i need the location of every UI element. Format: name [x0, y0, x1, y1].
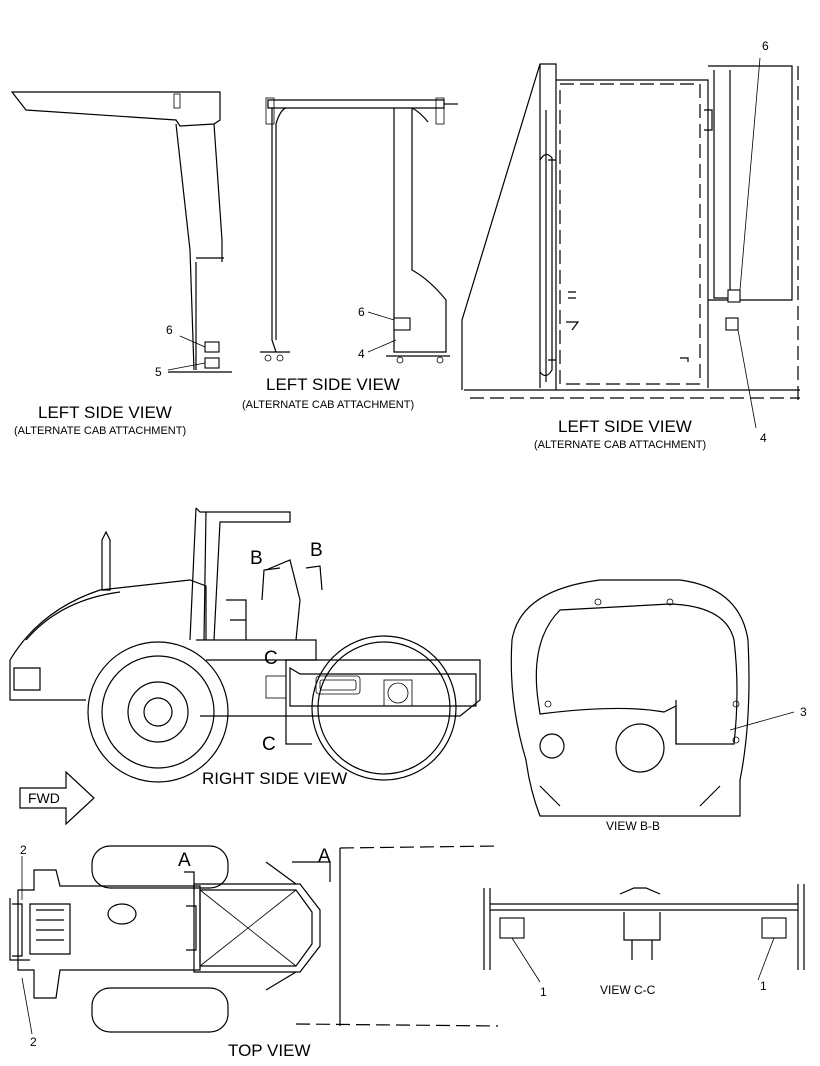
section-marker-a: A — [318, 846, 331, 867]
decal-1-box — [499, 917, 525, 939]
view-bb-title: VIEW B-B — [606, 819, 660, 833]
callout-2: 2 — [30, 1035, 37, 1049]
section-marker-c: C — [262, 734, 276, 755]
decal-5-box — [204, 357, 220, 369]
decal-4-box — [725, 317, 739, 331]
left-side-view-1-subtitle: (ALTERNATE CAB ATTACHMENT) — [14, 425, 186, 437]
decal-6-box — [393, 317, 411, 331]
view-cc-drawing — [483, 884, 805, 983]
top-view-drawing — [9, 845, 499, 1035]
decal-1-box — [761, 917, 787, 939]
callout-2: 2 — [20, 843, 27, 857]
callout-4: 4 — [358, 347, 365, 361]
section-marker-b: B — [310, 540, 323, 561]
callout-6: 6 — [166, 323, 173, 337]
left-side-view-2-title: LEFT SIDE VIEW — [266, 375, 400, 394]
left-side-view-3-title: LEFT SIDE VIEW — [558, 417, 692, 436]
callout-5: 5 — [155, 365, 162, 379]
section-marker-c: C — [264, 648, 278, 669]
section-marker-b: B — [250, 548, 263, 569]
top-view-title: TOP VIEW — [228, 1041, 311, 1060]
callout-3: 3 — [800, 705, 807, 719]
section-marker-a: A — [178, 850, 191, 871]
view-bb-drawing — [510, 579, 795, 817]
left-side-view-2-subtitle: (ALTERNATE CAB ATTACHMENT) — [242, 399, 414, 411]
callout-6: 6 — [358, 305, 365, 319]
callout-6: 6 — [762, 39, 769, 53]
left-side-view-3-subtitle: (ALTERNATE CAB ATTACHMENT) — [534, 439, 706, 451]
left-side-view-2-drawing — [260, 97, 458, 364]
left-side-view-1-title: LEFT SIDE VIEW — [38, 403, 172, 422]
callout-4: 4 — [760, 431, 767, 445]
decal-6-box — [727, 289, 741, 303]
fwd-arrow-icon — [19, 770, 95, 826]
decal-6-box — [204, 341, 220, 353]
left-side-view-3-drawing — [461, 57, 800, 429]
callout-1: 1 — [760, 979, 767, 993]
right-side-view-drawing — [9, 507, 481, 783]
left-side-view-1-drawing — [10, 91, 232, 373]
right-side-view-title: RIGHT SIDE VIEW — [202, 769, 347, 788]
view-cc-title: VIEW C-C — [600, 983, 656, 997]
callout-1: 1 — [540, 985, 547, 999]
fwd-label: FWD — [28, 790, 60, 806]
